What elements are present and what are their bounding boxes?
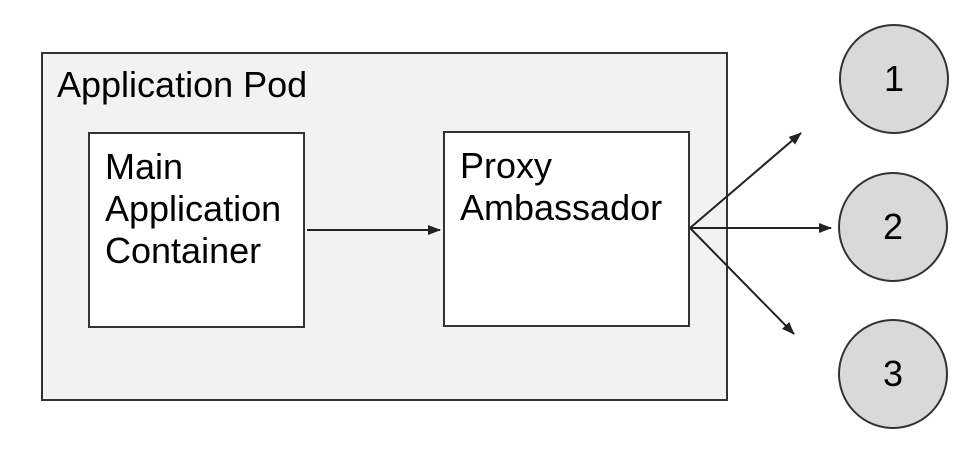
endpoint-2-label: 2	[882, 206, 904, 247]
application-pod-label: Application Pod	[57, 64, 308, 105]
endpoint-circle-2: 2	[838, 172, 948, 282]
endpoint-circle-1: 1	[839, 24, 949, 134]
proxy-ambassador-node: Proxy Ambassador	[443, 131, 690, 327]
endpoint-1-label: 1	[883, 58, 905, 99]
main-application-container-node: Main Application Container	[88, 132, 305, 328]
endpoint-circle-3: 3	[838, 319, 948, 429]
endpoint-3-label: 3	[882, 353, 904, 394]
